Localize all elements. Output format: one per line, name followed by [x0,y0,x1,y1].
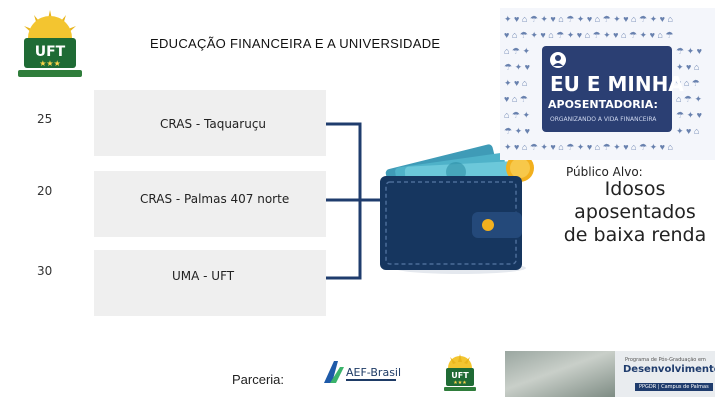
wallet-icon [380,144,534,274]
pattern-icon: ✦ ♥ ⌂ ☂ ✦ ♥ ⌂ ☂ ✦ ♥ ⌂ ☂ ✦ ♥ ⌂ ☂ ✦ ♥ ⌂ ♥ … [504,14,703,152]
svg-text:☂ ✦ ♥: ☂ ✦ ♥ [504,62,530,72]
row-count-2: 20 [37,184,53,198]
connector-bracket [326,122,384,280]
poster-subtitle: APOSENTADORIA: [548,98,658,111]
svg-text:⌂ ☂ ✦: ⌂ ☂ ✦ [676,94,703,104]
location-box-3: UMA - UFT [94,250,326,316]
svg-text:✦ ♥ ⌂: ✦ ♥ ⌂ [676,126,699,136]
banner-title: Desenvolvimento Regional [623,364,715,375]
location-box-2: CRAS - Palmas 407 norte [94,171,326,237]
location-label-2: CRAS - Palmas 407 norte [140,192,290,206]
ppgdr-banner: Programa de Pós-Graduação em Desenvolvim… [505,351,715,397]
svg-text:✦ ♥ ⌂: ✦ ♥ ⌂ [504,78,527,88]
audience-text: Idosos aposentados de baixa renda [563,178,707,246]
svg-text:✦ ♥ ⌂ ☂ ✦ ♥ ⌂ ☂ ✦ ♥ ⌂ ☂ ✦ ♥ ⌂: ✦ ♥ ⌂ ☂ ✦ ♥ ⌂ ☂ ✦ ♥ ⌂ ☂ ✦ ♥ ⌂ ☂ ✦ ♥ ⌂ [504,142,673,152]
poster-card: EU E MINHA APOSENTADORIA: ORGANIZANDO A … [542,46,684,132]
row-count-1: 25 [37,112,53,126]
svg-text:♥ ⌂ ☂ ✦ ♥ ⌂ ☂ ✦ ♥ ⌂ ☂ ✦ ♥ ⌂ ☂: ♥ ⌂ ☂ ✦ ♥ ⌂ ☂ ✦ ♥ ⌂ ☂ ✦ ♥ ⌂ ☂ ✦ ♥ ⌂ ☂ [504,30,673,40]
svg-text:☂ ✦ ♥: ☂ ✦ ♥ [676,46,702,56]
svg-text:⌂ ☂ ✦: ⌂ ☂ ✦ [504,46,531,56]
svg-text:⌂ ☂ ✦: ⌂ ☂ ✦ [504,110,531,120]
svg-text:★★★: ★★★ [39,59,61,68]
poster-title: EU E MINHA [550,72,684,96]
uft-logo-small: UFT ★★★ [444,354,476,391]
svg-text:✦ ♥ ⌂: ✦ ♥ ⌂ [676,62,699,72]
banner-footer: PPGDR | Campus de Palmas [635,383,713,391]
svg-text:♥ ⌂ ☂: ♥ ⌂ ☂ [676,78,700,88]
retirement-poster: ✦ ♥ ⌂ ☂ ✦ ♥ ⌂ ☂ ✦ ♥ ⌂ ☂ ✦ ♥ ⌂ ☂ ✦ ♥ ⌂ ♥ … [500,8,715,160]
aef-brasil-logo: AEF-Brasil [324,361,401,383]
banner-photo [505,351,615,397]
row-count-3: 30 [37,264,53,278]
sun-rays [24,10,76,38]
user-icon [550,52,566,68]
poster-tagline: ORGANIZANDO A VIDA FINANCEIRA [550,116,657,123]
svg-text:☂ ✦ ♥: ☂ ✦ ♥ [676,110,702,120]
partner-label: Parceria: [232,372,285,387]
location-label-1: CRAS - Taquaruçu [160,117,267,131]
aef-text: AEF-Brasil [346,366,401,379]
uft-logo: UFT ★★★ [18,10,82,77]
audience-label: Público Alvo: [566,165,643,179]
location-label-3: UMA - UFT [172,269,235,283]
svg-text:☂ ✦ ♥: ☂ ✦ ♥ [504,126,530,136]
svg-text:✦ ♥ ⌂ ☂ ✦ ♥ ⌂ ☂ ✦ ♥ ⌂ ☂ ✦ ♥ ⌂: ✦ ♥ ⌂ ☂ ✦ ♥ ⌂ ☂ ✦ ♥ ⌂ ☂ ✦ ♥ ⌂ ☂ ✦ ♥ ⌂ [504,14,673,24]
svg-text:★★★: ★★★ [453,380,467,386]
banner-program: Programa de Pós-Graduação em [625,357,706,363]
location-box-1: CRAS - Taquaruçu [94,90,326,156]
svg-text:♥ ⌂ ☂: ♥ ⌂ ☂ [504,94,528,104]
logo-text: UFT [35,44,66,60]
page-title: EDUCAÇÃO FINANCEIRA E A UNIVERSIDADE [150,36,441,51]
svg-text:UFT: UFT [451,371,469,380]
logo-shield [24,38,76,68]
